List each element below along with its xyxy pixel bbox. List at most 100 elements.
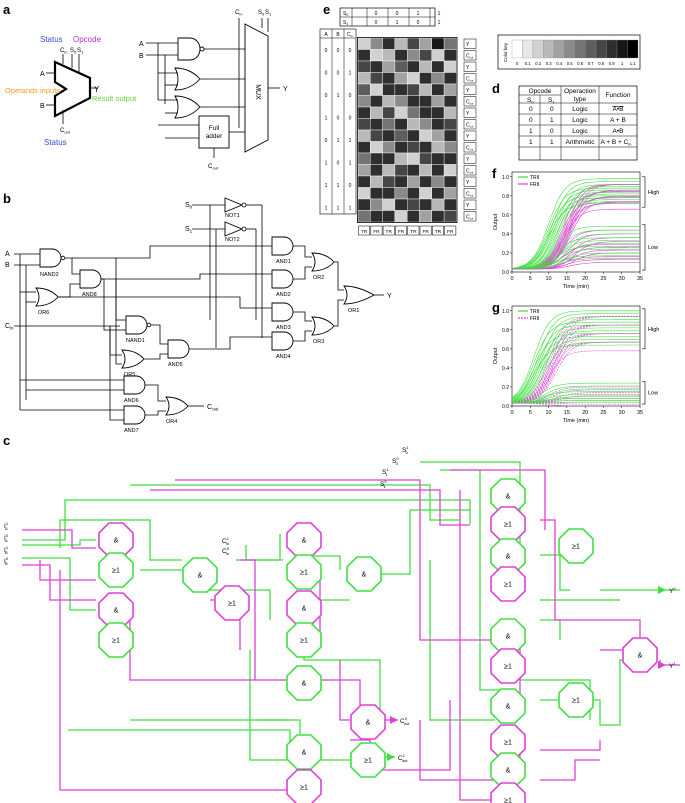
octagon-gate-label: & [302,681,307,688]
octagon-gate-or: ≥1 [558,528,594,564]
color-key-tick: 0.4 [556,61,562,66]
and7-label: AND7 [124,428,139,434]
heatmap-cell [443,164,457,177]
or5-label: OR5 [124,372,135,378]
bracket-label: High [648,190,659,196]
and3-label: AND3 [276,325,291,331]
full-adder-box [198,115,230,149]
and4-label: AND4 [276,354,291,360]
octagon-gate-label: ≥1 [572,544,580,551]
heatmap-cell [357,60,371,73]
alu-output-y: Y [94,85,100,94]
octagon-gate-label: & [638,653,643,660]
y-tick-label: 0.2 [502,251,509,257]
heatmap-cell [357,106,371,119]
heatmap-cell [407,152,420,165]
d-optype-header-1: Operaction [564,88,596,95]
e-input-value: 0 [337,161,340,167]
heatmap-cell [394,164,408,177]
heatmap-cell [394,141,408,154]
and2-gate [271,269,294,289]
b-s1-label: S1 [185,226,193,234]
octagon-gate-label: ≥1 [504,664,512,671]
series-line [511,226,640,270]
e-col-a: A [324,32,328,38]
heatmap-cell [394,49,408,62]
schem-s1-label: S1 [265,10,272,17]
heatmap-cell [407,210,420,223]
heatmap-cell [370,83,383,96]
series-line [511,336,640,401]
e-input-value: 1 [349,206,352,212]
series-line [511,181,640,269]
and8-gate [79,269,102,289]
status-top-label: Status [40,35,63,44]
octagon-gate-or: ≥1 [490,648,526,684]
y-tick-label: 0.8 [502,328,509,334]
heatmap-cell [431,60,445,73]
or5-gate [121,349,145,369]
y-axis-label: Output [493,347,499,364]
heatmap-cell [370,152,383,165]
e-output-label: Cout [466,192,473,198]
bracket-label: Low [648,245,658,251]
octagon-gate-label: & [114,608,119,615]
svg-text:1: 1 [550,139,554,146]
series-line [512,398,640,404]
or3-label: OR3 [313,339,324,345]
mux-shape [244,23,269,153]
heatmap-cell [419,83,433,96]
d-row-0: 0 0 Logic A•B [529,106,623,113]
bracket [642,224,646,271]
opcode-label: Opcode [73,35,102,44]
e-input-value: 0 [337,71,340,77]
s1-label: S1 [77,48,84,55]
heatmap-cell [431,118,445,131]
color-key-tick: 0.2 [535,61,541,66]
panel-label-e: e [323,2,330,17]
heatmap-cell [431,175,445,188]
series-line [511,333,640,404]
color-key-swatch [522,39,534,59]
heatmap-cell [407,198,420,211]
heatmap-cell [443,187,457,200]
xor-gate-a [174,95,201,119]
x-tick-label: 10 [546,276,552,282]
heatmap-cell [431,187,445,200]
bracket [642,308,646,350]
heatmap-cell [407,175,420,188]
octagon-gate-or: ≥1 [350,742,386,778]
series-line [511,199,640,270]
or-gate-a [174,67,201,91]
heatmap-cell [357,37,371,50]
schem-a-label: A [139,41,144,48]
heatmap-cell [394,198,408,211]
schem-b-label: B [139,53,144,60]
e-col-b: B [336,32,340,38]
svg-text:1: 1 [529,139,533,146]
e-output-label: Cout [466,54,473,60]
octagon-gate-label: & [506,704,511,711]
panel-d-truth-table: Opcode Operaction type Function S0 S1 0 … [518,85,638,161]
series-line [512,400,640,404]
e-input-value: 1 [325,206,328,212]
octagon-gate-or: ≥1 [286,769,322,803]
s1-value: 0 [375,20,378,26]
y-tick-label: 0.0 [502,270,509,276]
octagon-gate-label: ≥1 [300,570,308,577]
x-tick-label: 35 [637,276,643,282]
color-key-tick: 0 [516,61,519,66]
e-input-value: 1 [349,71,352,77]
heatmap-cell [382,210,396,223]
e-bottom-label: FR [422,229,429,235]
heatmap-cell [443,118,457,131]
heatmap-cell [407,95,420,108]
panel-c-octagon-circuit: &≥1&≥1&≥1&≥1&≥1&&&≥1&≥1&≥1&≥1&≥1&≥1&≥1≥1… [4,445,680,803]
color-key-tick: 0.3 [546,61,552,66]
